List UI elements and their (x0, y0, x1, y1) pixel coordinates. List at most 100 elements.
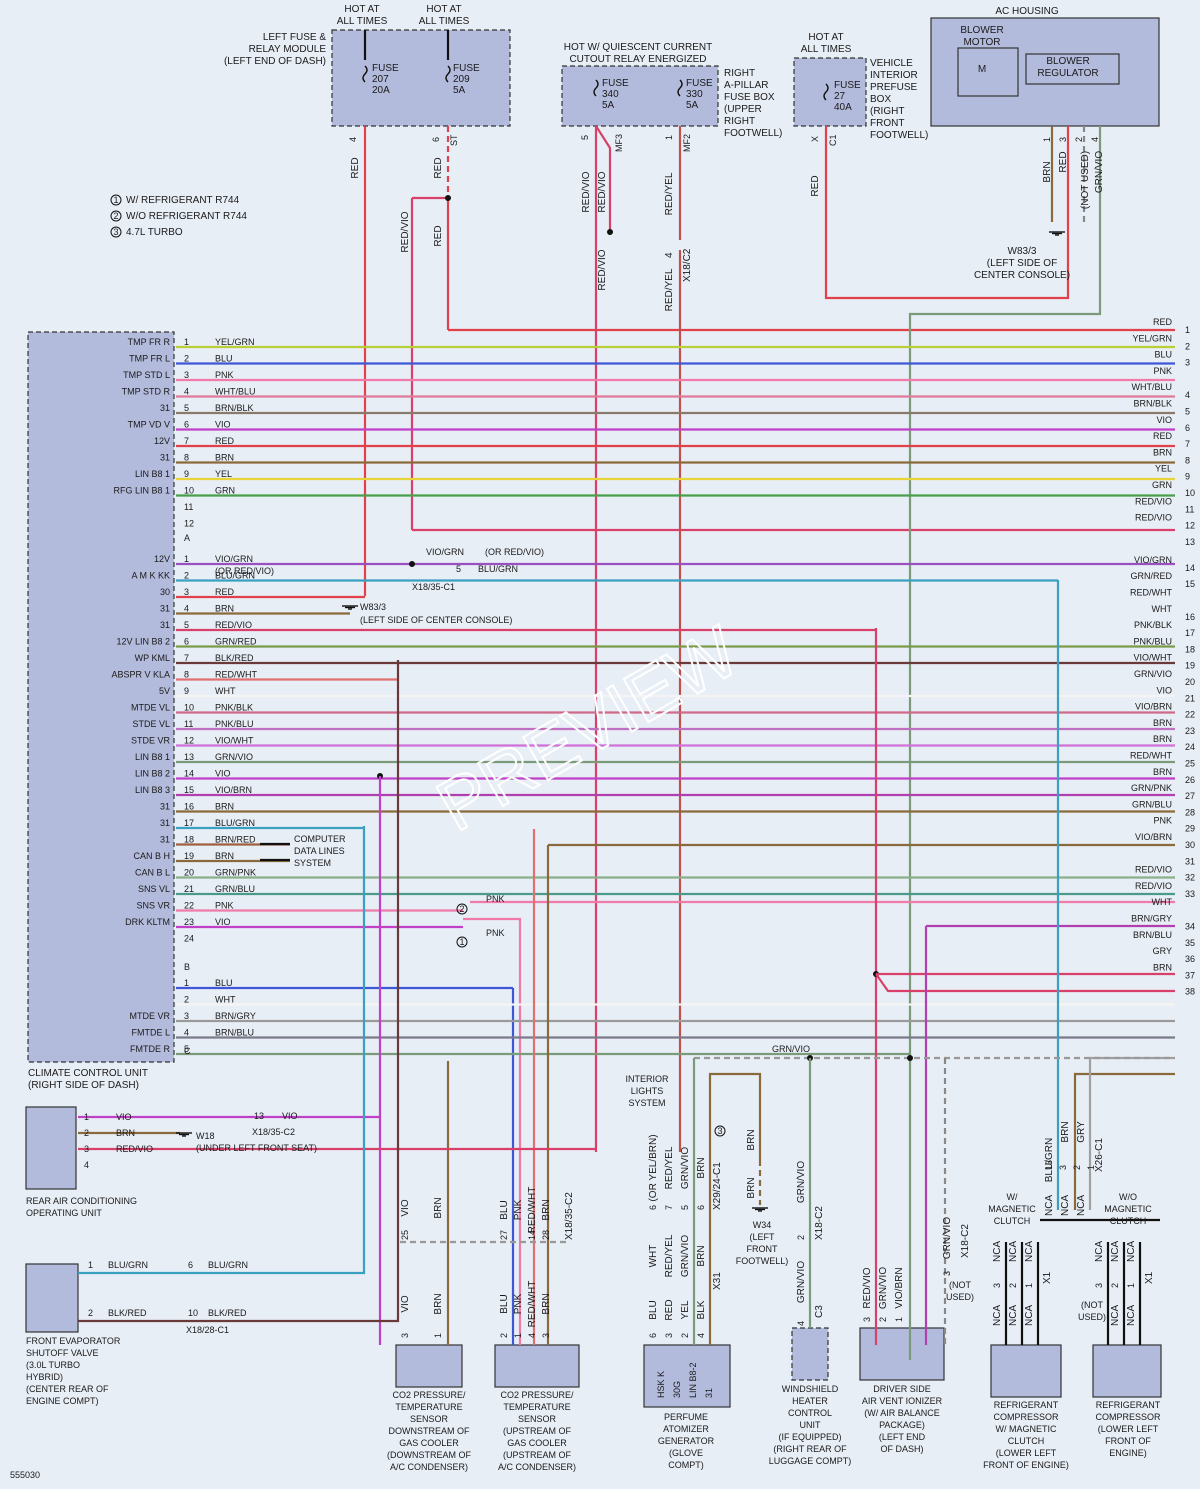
ccu-a-signal: RFG LIN B8 1 (113, 486, 170, 496)
ccu-c-wire: BLU (215, 978, 233, 988)
legend-text: W/O REFRIGERANT R744 (126, 211, 247, 222)
ccu-a-pin: 1 (184, 337, 189, 347)
co2-up-title: (UPSTREAM OF (503, 1426, 572, 1436)
fuse-207-icon (362, 65, 368, 83)
interior-lights-label: LIGHTS (631, 1086, 664, 1096)
right-row-num: 12 (1185, 521, 1195, 531)
ionizer-title: DRIVER SIDE (873, 1384, 931, 1394)
right-wire-label: WHT (1152, 897, 1173, 907)
ccu-b-pin: 9 (184, 686, 189, 696)
ccu-c-pin: 5 (184, 1044, 189, 1054)
blower-regulator-label: REGULATOR (1037, 68, 1098, 79)
fuse-module-title: (LEFT END OF DASH) (224, 56, 326, 67)
ac-pin: 3 (1058, 137, 1068, 142)
option-1-circle-num: 1 (459, 937, 464, 947)
co2-up-title: A/C CONDENSER) (498, 1462, 576, 1472)
wire-label: BRN (541, 1199, 552, 1220)
wire (708, 1072, 762, 1345)
conn-label: X1 (1042, 1271, 1053, 1284)
compressor-nomag-title: COMPRESSOR (1095, 1412, 1161, 1422)
compressor-pin: 1 (1126, 1283, 1136, 1288)
ccu-a-pin: 10 (184, 486, 194, 496)
ccu-a-wire: YEL (215, 469, 232, 479)
ccu-a-pin: 8 (184, 453, 189, 463)
ac-pin: 2 (1074, 137, 1084, 142)
ccu-a-signal: TMP VD V (128, 420, 170, 430)
ccu-b-pin: 7 (184, 653, 189, 663)
wire-label: YEL (680, 1300, 691, 1319)
ccu-a-signal: 12V (154, 436, 170, 446)
fuse-209-label: 5A (453, 85, 466, 96)
co2-up-title: SENSOR (518, 1414, 557, 1424)
fuse-340-icon (593, 79, 599, 97)
co2-up-title: (UPSTREAM OF (503, 1450, 572, 1460)
right-wire-label: BRN/GRY (1131, 914, 1172, 924)
ccu-b-pin: 11 (184, 719, 193, 729)
wire (78, 660, 400, 1323)
evap-title: FRONT EVAPORATOR (26, 1336, 121, 1346)
perfume-signal: 31 (704, 1388, 714, 1398)
ccu-b-wire: GRN/BLU (215, 884, 255, 894)
conn-pin: 6 (188, 1260, 193, 1270)
ac-ground-label: (LEFT SIDE OF (987, 258, 1057, 269)
wire (78, 826, 366, 1275)
ccu-b-pin: 23 (184, 917, 194, 927)
data-lines-label: SYSTEM (294, 858, 331, 868)
fuse-module-title: RELAY MODULE (249, 44, 327, 55)
wire-label: BLU/GRN (1044, 1138, 1055, 1182)
compressor-pin: 3 (992, 1283, 1002, 1288)
ccu-b-wire: GRN/PNK (215, 868, 256, 878)
right-wire-label: GRN/VIO (1134, 669, 1172, 679)
right-row-num: 20 (1185, 677, 1195, 687)
right-row-num: 37 (1185, 970, 1195, 980)
prefuse-title: PREFUSE (870, 82, 918, 93)
ccu-b-pin: 20 (184, 868, 194, 878)
ccu-b-pin: 8 (184, 670, 189, 680)
ccu-b-pin: 22 (184, 901, 194, 911)
ccu-b-pin: 5 (184, 620, 189, 630)
wire-label: RED/YEL (664, 172, 675, 215)
ccu-a-wire: RED (215, 436, 235, 446)
right-wire-label: RED/VIO (1135, 881, 1172, 891)
ccu-a-pin: 2 (184, 354, 189, 364)
conn-label: X18/35-C2 (564, 1192, 575, 1240)
wire-label: RED/VIO (597, 249, 608, 290)
windshield-title: WINDSHIELD (782, 1384, 839, 1394)
windshield-heater-box (791, 1327, 829, 1381)
ccu-ground-label: W83/3 (360, 602, 386, 612)
right-wire-label: RED/WHT (1130, 751, 1172, 761)
wire-label: BRN (541, 1293, 552, 1314)
wire-label: RED/WHT (527, 1281, 538, 1328)
wire-label: BLK/RED (108, 1308, 147, 1318)
co2-down-title: DOWNSTREAM OF (389, 1426, 470, 1436)
ccu-b-signal: 31 (160, 835, 170, 845)
fuse-209-icon (445, 65, 451, 83)
data-lines-label: COMPUTER (294, 834, 346, 844)
wire-label: RED (433, 157, 444, 178)
ccu-b-signal: SNS VL (138, 884, 170, 894)
fuse-340-label: 340 (602, 89, 619, 100)
right-wire-label: RED/VIO (1135, 865, 1172, 875)
right-row-num: 18 (1185, 644, 1195, 654)
rear-ac-wire: RED/VIO (116, 1144, 153, 1154)
ccu-b-signal: LIN B8 2 (135, 769, 170, 779)
co2-down-pin: 3 (400, 1333, 410, 1338)
perfume-title: ATOMIZER (663, 1424, 709, 1434)
ac-ground-label: CENTER CONSOLE) (974, 270, 1070, 281)
blower-regulator-box (1025, 53, 1120, 85)
right-wire-label: PNK/BLU (1133, 636, 1172, 646)
wire-label: (OR YEL/BRN) (648, 1134, 659, 1201)
right-row-num: 34 (1185, 922, 1195, 932)
a-pillar-fuse-box (561, 65, 719, 127)
x26-pin: 2 (1072, 1165, 1082, 1170)
ac-wire-label: BRN (1042, 161, 1053, 182)
perfume-pin: 6 (696, 1205, 706, 1210)
diagram-id: 555030 (10, 1470, 40, 1480)
right-wire-label: BRN (1153, 767, 1172, 777)
right-row-num: 11 (1185, 504, 1194, 514)
ccu-b-wire: VIO (215, 917, 231, 927)
ccu-a-wire: PNK (215, 370, 234, 380)
co2-down-title: GAS COOLER (399, 1438, 459, 1448)
co2-down-title: (DOWNSTREAM OF (387, 1450, 471, 1460)
co2-up-title: GAS COOLER (507, 1438, 567, 1448)
